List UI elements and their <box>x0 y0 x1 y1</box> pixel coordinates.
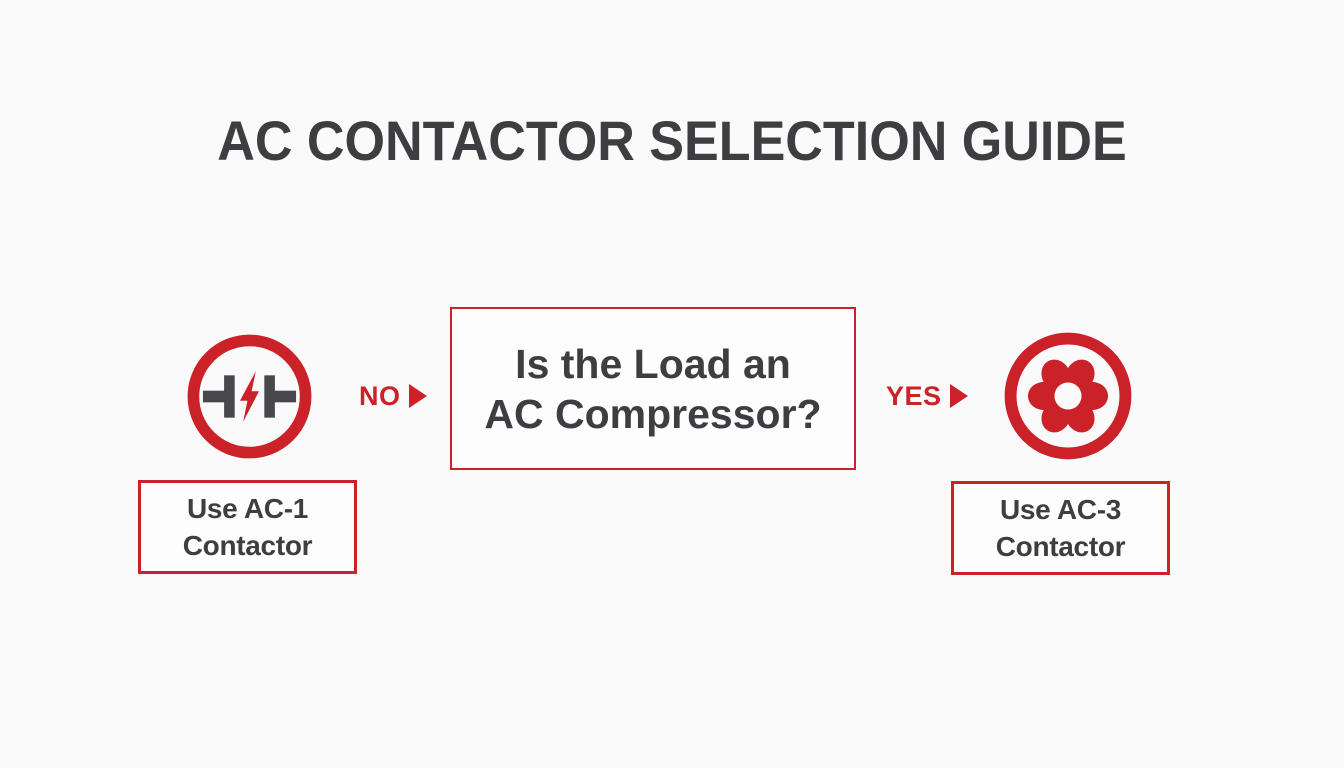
no-branch-label: NO <box>359 379 427 413</box>
no-label-text: NO <box>359 381 401 411</box>
yes-arrow-icon <box>949 384 968 408</box>
result-box-ac3: Use AC-3 Contactor <box>951 481 1170 575</box>
page-title: AC CONTACTOR SELECTION GUIDE <box>0 112 1344 170</box>
result-box-ac1: Use AC-1 Contactor <box>138 480 357 574</box>
result-ac3-line-2: Contactor <box>995 531 1126 562</box>
decision-line-2: AC Compressor? <box>484 390 822 437</box>
fan-icon <box>1003 331 1133 461</box>
contactor-icon <box>186 333 313 460</box>
result-ac1-line-1: Use AC-1 <box>186 493 309 524</box>
decision-line-1: Is the Load an <box>515 340 791 387</box>
result-ac1-line-2: Contactor <box>182 530 313 561</box>
result-ac3-line-1: Use AC-3 <box>999 494 1122 525</box>
no-arrow-icon <box>408 384 427 408</box>
yes-branch-label: YES <box>886 379 968 413</box>
yes-label-text: YES <box>886 381 942 411</box>
decision-box: Is the Load an AC Compressor? <box>450 307 856 470</box>
page-title-text: AC CONTACTOR SELECTION GUIDE <box>217 109 1127 172</box>
